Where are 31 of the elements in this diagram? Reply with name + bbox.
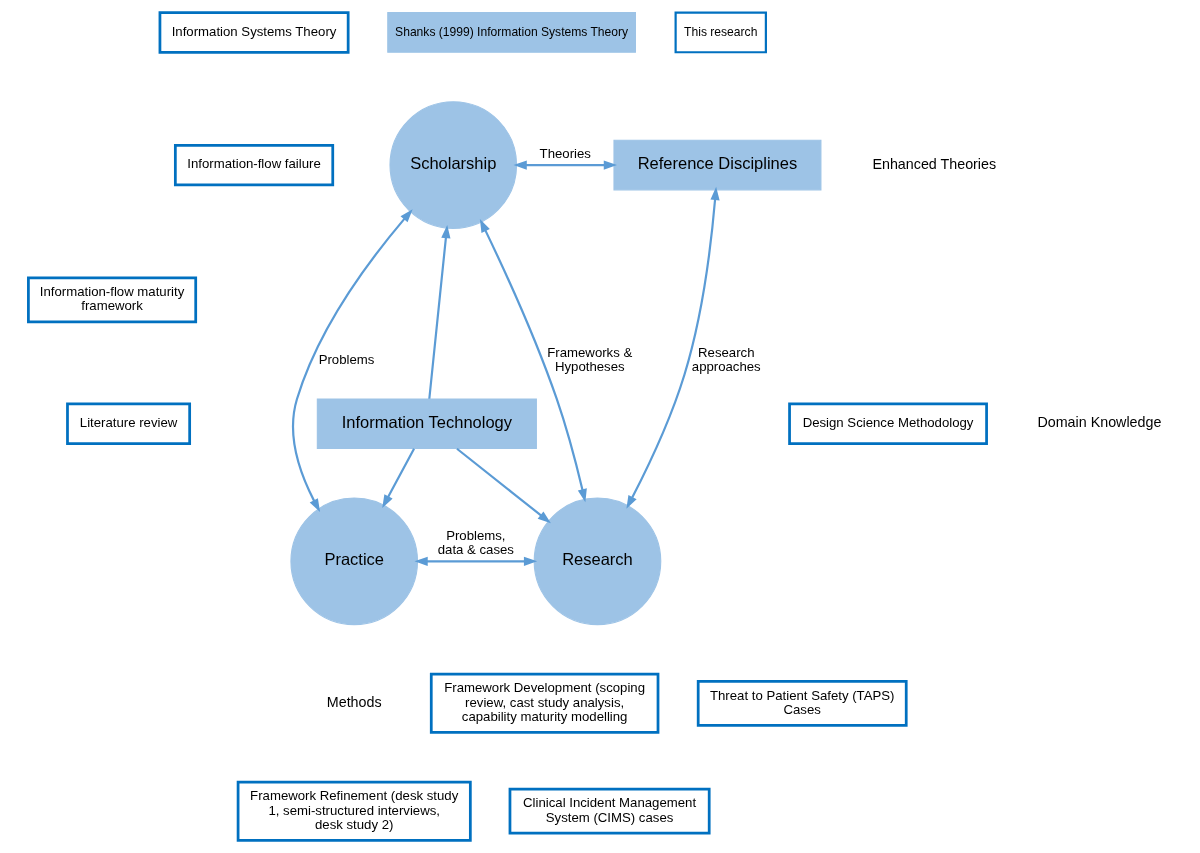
node-box: Information Systems Theory bbox=[158, 11, 350, 54]
edge-label: Theories bbox=[539, 146, 591, 162]
node-circle: Scholarship bbox=[388, 101, 517, 229]
edge-label: Research approaches bbox=[691, 344, 761, 375]
arrow bbox=[413, 556, 537, 566]
arrow bbox=[381, 448, 415, 509]
arrow bbox=[625, 186, 720, 509]
node-box: Information-flow maturity framework bbox=[26, 276, 197, 324]
node-box: Information Technology bbox=[316, 398, 537, 450]
arrow bbox=[513, 160, 617, 170]
arrow bbox=[479, 219, 587, 503]
node-circle: Research bbox=[533, 497, 661, 626]
arrow bbox=[291, 209, 413, 512]
edge-label: Problems bbox=[318, 351, 374, 367]
legend-label: This research bbox=[683, 24, 757, 39]
node-box: Framework Development (scoping review, cast study analysis, capability maturity modelling bbox=[429, 672, 659, 734]
node-box: Clinical Incident Management System (CIMS) cases bbox=[508, 787, 711, 835]
node-box: Literature review bbox=[65, 402, 191, 445]
legend-label: Shanks (1999) Information Systems Theory bbox=[394, 24, 628, 39]
node-box: Framework Refinement (desk study 1, semi-structured interviews, desk study 2) bbox=[236, 780, 472, 842]
edge-label: Problems, data & cases bbox=[437, 527, 514, 558]
node-box: Design Science Methodology bbox=[787, 402, 988, 445]
label: Enhanced Theories bbox=[871, 155, 996, 172]
arrow bbox=[427, 224, 450, 399]
node-box: Reference Disciplines bbox=[612, 139, 821, 191]
edge-label: Frameworks & Hypotheses bbox=[546, 344, 632, 375]
arrow bbox=[455, 447, 551, 524]
node-box: Information-flow failure bbox=[173, 143, 334, 187]
node-box: Threat to Patient Safety (TAPS) Cases bbox=[696, 679, 908, 727]
label: Domain Knowledge bbox=[1036, 414, 1161, 431]
label: Methods bbox=[326, 694, 382, 711]
